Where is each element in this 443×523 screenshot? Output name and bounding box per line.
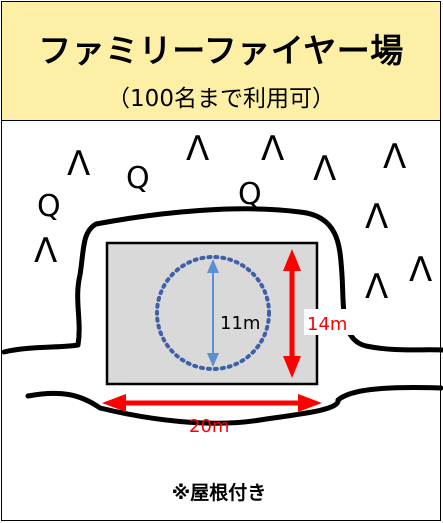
conifer-tree-icon: Λ [365, 197, 388, 237]
height-arrow [283, 249, 301, 378]
facility-title: ファミリーファイヤー場 [38, 31, 404, 70]
width-label: 20m [189, 416, 229, 437]
conifer-tree-icon: Λ [34, 231, 57, 271]
width-arrow [102, 394, 322, 412]
conifer-tree-icon: Λ [313, 149, 336, 189]
conifer-tree-icon: Λ [409, 250, 432, 290]
capacity-subtitle: （100名まで利用可） [107, 86, 335, 112]
access-road-outline [1, 206, 443, 355]
conifer-tree-icon: Λ [67, 144, 90, 184]
header-banner: ファミリーファイヤー場 （100名まで利用可） [2, 2, 440, 121]
diameter-arrow [207, 259, 219, 367]
lower-road-outline [25, 385, 443, 426]
broadleaf-tree-icon: Q [126, 161, 150, 196]
conifer-tree-icon: Λ [365, 267, 388, 307]
conifer-tree-icon: Λ [383, 137, 406, 177]
conifer-tree-icon: Λ [261, 129, 284, 169]
broadleaf-tree-icon: Q [238, 177, 262, 212]
diameter-label: 11m [220, 313, 260, 334]
roof-note: ※屋根付き [171, 482, 267, 504]
height-label-background [304, 309, 358, 335]
broadleaf-tree-icon: Q [37, 189, 61, 224]
height-label: 14m [307, 314, 347, 335]
conifer-tree-icon: Λ [186, 129, 209, 169]
fire-circle [155, 255, 271, 371]
